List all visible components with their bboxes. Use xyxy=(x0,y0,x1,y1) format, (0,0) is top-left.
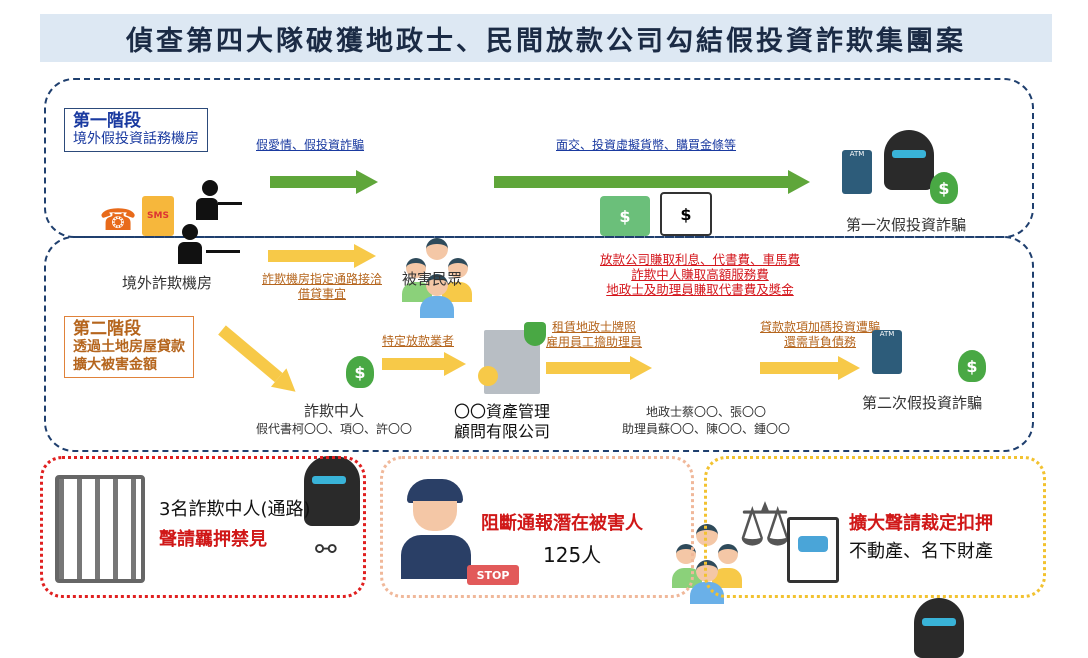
arrow2-label: 面交、投資虛擬貨幣、購買金條等 xyxy=(556,138,737,152)
company-name: 〇〇資產管理 顧問有限公司 xyxy=(454,402,550,442)
stage2-heading: 第二階段 xyxy=(73,319,141,339)
victims-group-icon xyxy=(402,238,472,318)
stage2-sub: 透過土地房屋貸款 xyxy=(73,339,185,355)
scam-room-label: 境外詐欺機房 xyxy=(122,274,213,292)
arrow-a-label: 特定放款業者 xyxy=(382,334,455,348)
stage1-heading: 第一階段 xyxy=(73,111,141,131)
arrow-right-icon xyxy=(760,356,860,380)
company-line: 顧問有限公司 xyxy=(454,422,551,441)
arrow-c-label: 貸款款項加碼投資遭騙 還需背負債務 xyxy=(760,320,880,350)
staff-line: 助理員蘇〇〇、陳〇〇、鍾〇〇 xyxy=(622,422,791,436)
money-warning-icon: $ xyxy=(600,196,650,236)
result-detention: 3名詐欺中人(通路) 聲請羈押禁見 ⚯ xyxy=(40,456,366,598)
money-bag-icon: $ xyxy=(930,172,958,204)
company-building-icon xyxy=(478,322,546,394)
money-bag-icon: $ xyxy=(346,356,374,388)
label-line: 詐欺機房指定通路接洽 xyxy=(261,272,382,286)
staff-line: 地政士蔡〇〇、張〇〇 xyxy=(646,405,767,419)
detention-line1: 3名詐欺中人(通路) xyxy=(159,499,311,520)
label-line: 借貸事宜 xyxy=(297,287,346,301)
payment-terminal-icon: $ xyxy=(660,192,712,236)
company-line: 〇〇資產管理 xyxy=(454,402,551,421)
seizure-line1: 擴大聲請裁定扣押 xyxy=(849,513,993,534)
label-line: 租賃地政士牌照 xyxy=(552,320,637,334)
middleman-names: 假代書柯〇〇、項〇、許〇〇 xyxy=(256,422,413,436)
page-title: 偵查第四大隊破獲地政士、民間放款公司勾結假投資詐欺集團案 xyxy=(40,14,1052,62)
staff-names: 地政士蔡〇〇、張〇〇 助理員蘇〇〇、陳〇〇、鍾〇〇 xyxy=(622,404,790,438)
prevention-line2: 125人 xyxy=(543,543,602,567)
arrow-right-icon xyxy=(494,170,810,194)
money-bag-icon: $ xyxy=(958,350,986,382)
stage1-box: 第一階段 境外假投資話務機房 xyxy=(64,108,208,152)
label-line: 雇用員工擔助理員 xyxy=(546,335,643,349)
arrow-b-label: 租賃地政士牌照 雇用員工擔助理員 xyxy=(546,320,642,350)
thief-icon xyxy=(884,130,934,190)
stop-sign-icon: STOP xyxy=(467,565,519,585)
property-document-icon xyxy=(787,517,839,583)
detention-line2: 聲請羈押禁見 xyxy=(159,529,267,550)
stage1-sub: 境外假投資話務機房 xyxy=(73,131,199,147)
result-seizure: ⚖ 擴大聲請裁定扣押 不動產、名下財產 xyxy=(704,456,1046,598)
stage2-sub: 擴大被害金額 xyxy=(73,357,157,373)
arrow1-label: 假愛情、假投資詐騙 xyxy=(256,138,365,152)
label-line: 還需背負債務 xyxy=(784,335,857,349)
result-prevention: STOP 阻斷通報潛在被害人 125人 xyxy=(380,456,694,598)
phone-icon: ☎ xyxy=(99,202,137,238)
profit-note: 地政士及助理員賺取代書費及獎金 xyxy=(606,282,794,297)
label-line: 貸款款項加碼投資遭騙 xyxy=(760,320,881,334)
jail-icon xyxy=(55,475,145,583)
arrow-right-icon xyxy=(268,244,376,268)
police-officer-icon xyxy=(401,479,471,579)
atm-icon: ATM xyxy=(842,150,872,194)
atm-icon: ATM xyxy=(872,330,902,374)
arrow-right-icon xyxy=(270,170,378,194)
profit-note: 放款公司賺取利息、代書費、車馬費 xyxy=(599,252,800,267)
computer-operators-icon xyxy=(178,180,244,264)
prevention-line1: 阻斷通報潛在被害人 xyxy=(481,513,643,534)
profit-notes: 放款公司賺取利息、代書費、車馬費 詐欺中人賺取高額服務費 地政士及助理員賺取代書… xyxy=(582,252,818,297)
seizure-line2: 不動產、名下財產 xyxy=(849,541,993,562)
scales-icon: ⚖ xyxy=(738,490,792,560)
victims-label: 被害民眾 xyxy=(402,270,463,288)
first-scam-label: 第一次假投資詐騙 xyxy=(846,216,967,234)
arrow-right-icon xyxy=(546,356,652,380)
stage2-box: 第二階段 透過土地房屋貸款 擴大被害金額 xyxy=(64,316,194,378)
middleman-label: 詐欺中人 xyxy=(304,402,365,420)
yellow-arrow-label: 詐欺機房指定通路接洽 借貸事宜 xyxy=(248,272,396,302)
profit-note: 詐欺中人賺取高額服務費 xyxy=(631,267,769,282)
second-scam-label: 第二次假投資詐騙 xyxy=(862,394,983,412)
arrow-right-icon xyxy=(382,352,466,376)
sms-icon: SMS xyxy=(142,196,174,236)
handcuffs-icon: ⚯ xyxy=(315,535,337,565)
stage2-region xyxy=(44,236,1034,452)
thief-icon xyxy=(914,598,964,658)
